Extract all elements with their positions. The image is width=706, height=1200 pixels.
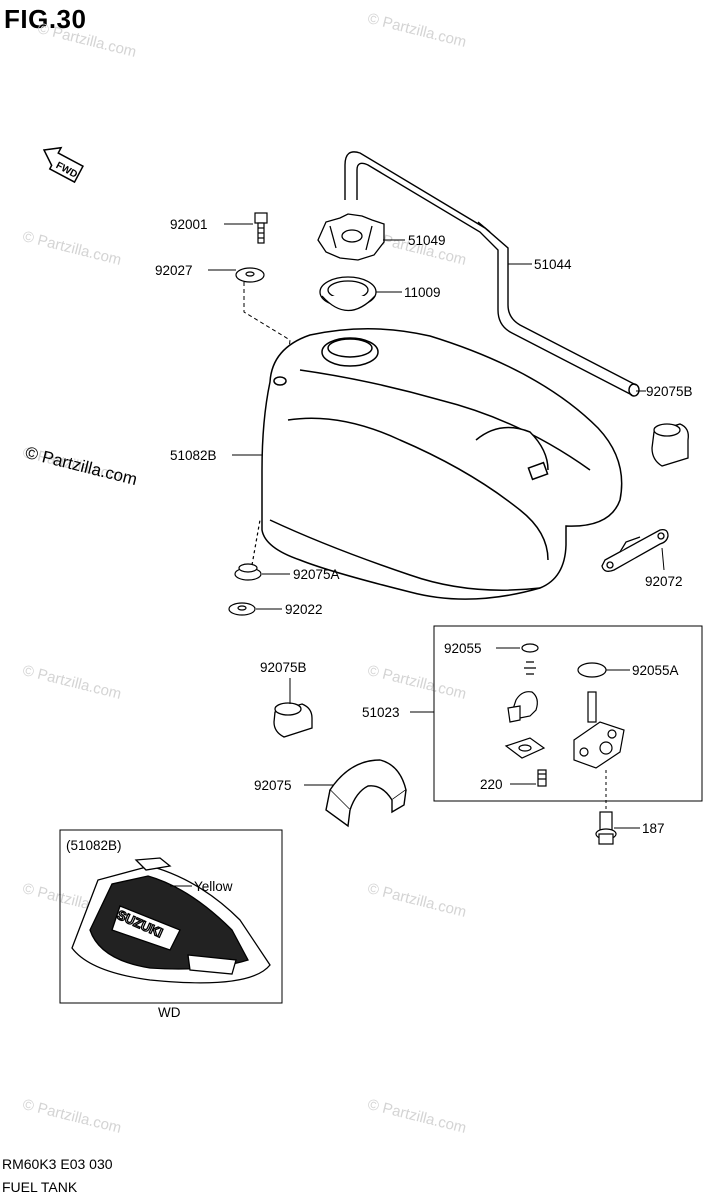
fuel-cock-group-box [433, 625, 703, 802]
leader-lines [170, 223, 665, 887]
bracket-92072-drawing [601, 528, 669, 572]
part-label-92072[interactable]: 92072 [645, 574, 683, 589]
part-label-92022[interactable]: 92022 [285, 602, 323, 617]
inset-reference: (51082B) [66, 838, 122, 853]
decal-inset-drawing: SUZUKI [71, 857, 271, 984]
part-label-92075B-mid[interactable]: 92075B [260, 660, 307, 675]
bolt-92001-drawing [254, 212, 268, 244]
fwd-arrow-icon: FWD [42, 146, 84, 184]
part-label-51044[interactable]: 51044 [534, 257, 572, 272]
damper-92075-drawing [325, 759, 407, 828]
figure-code: RM60K3 E03 030 [2, 1156, 113, 1172]
inset-color-label: Yellow [194, 879, 233, 894]
part-label-51082B[interactable]: 51082B [170, 448, 217, 463]
inset-box [59, 829, 283, 1004]
gasket-11009-drawing [319, 276, 377, 311]
part-label-92055A[interactable]: 92055A [632, 663, 679, 678]
part-label-187[interactable]: 187 [642, 821, 665, 836]
bolt-187-drawing [595, 811, 617, 845]
part-label-92075[interactable]: 92075 [254, 778, 292, 793]
fuel-cap-51049-drawing [317, 213, 385, 261]
fuel-cock-51023-drawing [504, 643, 625, 787]
part-label-92075B-top[interactable]: 92075B [646, 384, 693, 399]
part-label-220[interactable]: 220 [480, 777, 503, 792]
cushion-92075B-mid-drawing [273, 702, 313, 738]
part-label-92055[interactable]: 92055 [444, 641, 482, 656]
part-label-51023[interactable]: 51023 [362, 705, 400, 720]
part-label-92027[interactable]: 92027 [155, 263, 193, 278]
breather-hose-drawing [344, 151, 640, 397]
part-label-92075A[interactable]: 92075A [293, 567, 340, 582]
part-label-92001[interactable]: 92001 [170, 217, 208, 232]
washer-92022-drawing [228, 602, 256, 616]
figure-title: FIG.30 [4, 4, 87, 34]
figure-name: FUEL TANK [2, 1179, 78, 1195]
fuel-tank-51082B-drawing [261, 328, 623, 600]
washer-92027-drawing [235, 267, 265, 283]
part-label-11009[interactable]: 11009 [404, 285, 441, 300]
inset-caption: WD [158, 1005, 181, 1020]
cushion-92075B-top-drawing [651, 423, 689, 467]
grommet-92075A-drawing [234, 519, 262, 581]
part-label-51049[interactable]: 51049 [408, 233, 446, 248]
